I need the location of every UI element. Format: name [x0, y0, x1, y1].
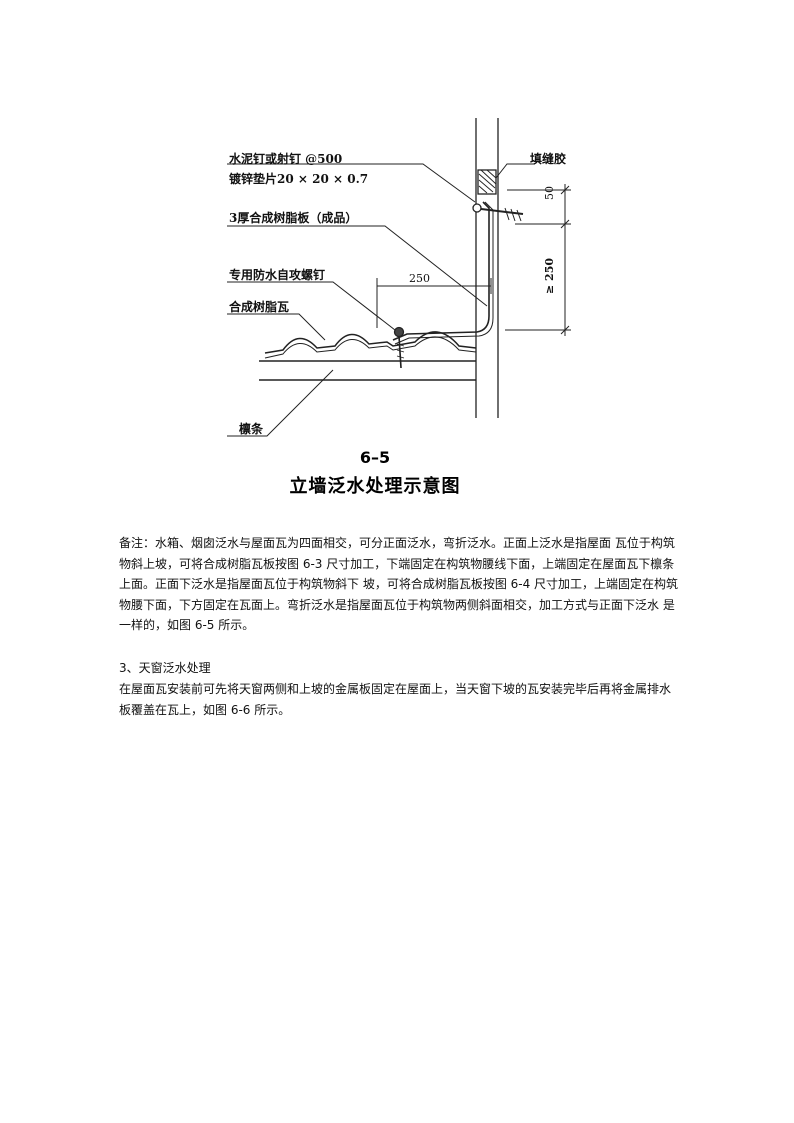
dim-horizontal-value: 250 — [409, 272, 430, 285]
flashing-diagram: 水泥钉或射钉 @500 镀锌垫片20 × 20 × 0.7 3厚合成树脂板（成品… — [225, 118, 595, 500]
leader-tile — [227, 313, 326, 341]
label-tile: 合成树脂瓦 — [229, 300, 290, 314]
figure-number: 6–5 — [359, 448, 391, 467]
dim-vertical-value: ≥ 250 — [543, 257, 556, 294]
label-purlin: 檩条 — [239, 422, 264, 436]
screw-head — [393, 326, 405, 338]
section-paragraph: 在屋面瓦安装前可先将天窗两侧和上坡的金属板固定在屋面上，当天窗下坡的瓦安装完毕后… — [119, 682, 672, 717]
sealant-hatch — [478, 169, 497, 194]
dim-vertical-ticks — [560, 185, 570, 335]
leader-sealant — [495, 163, 535, 179]
tile-top — [264, 331, 477, 354]
nail-thread — [504, 207, 522, 222]
flashing-sheet — [392, 201, 490, 341]
leader-purlin — [227, 369, 334, 437]
nail-head — [472, 203, 482, 213]
section-heading: 3、天窗泛水处理 — [119, 661, 211, 675]
label-nail: 水泥钉或射钉 @500 — [229, 152, 343, 166]
tile-bottom — [264, 336, 477, 359]
leader-screw — [227, 281, 396, 331]
leader-nail — [227, 163, 476, 203]
leader-sheet — [227, 225, 488, 307]
screw-shaft — [398, 335, 402, 369]
note-paragraph: 备注：水箱、烟囱泛水与屋面瓦为四面相交，可分正面泛水，弯折泛水。正面上泛水是指屋… — [119, 536, 679, 632]
label-sheet: 3厚合成树脂板（成品） — [229, 211, 358, 225]
flashing-sheet-inner — [394, 201, 494, 345]
label-sealant: 填缝胶 — [530, 152, 567, 166]
figure-title: 立墙泛水处理示意图 — [289, 476, 461, 497]
label-washer: 镀锌垫片20 × 20 × 0.7 — [229, 172, 369, 186]
label-screw: 专用防水自攻螺钉 — [229, 268, 326, 282]
diagram-drawing — [227, 118, 571, 437]
dim-top-vertical-value: 50 — [543, 186, 556, 200]
